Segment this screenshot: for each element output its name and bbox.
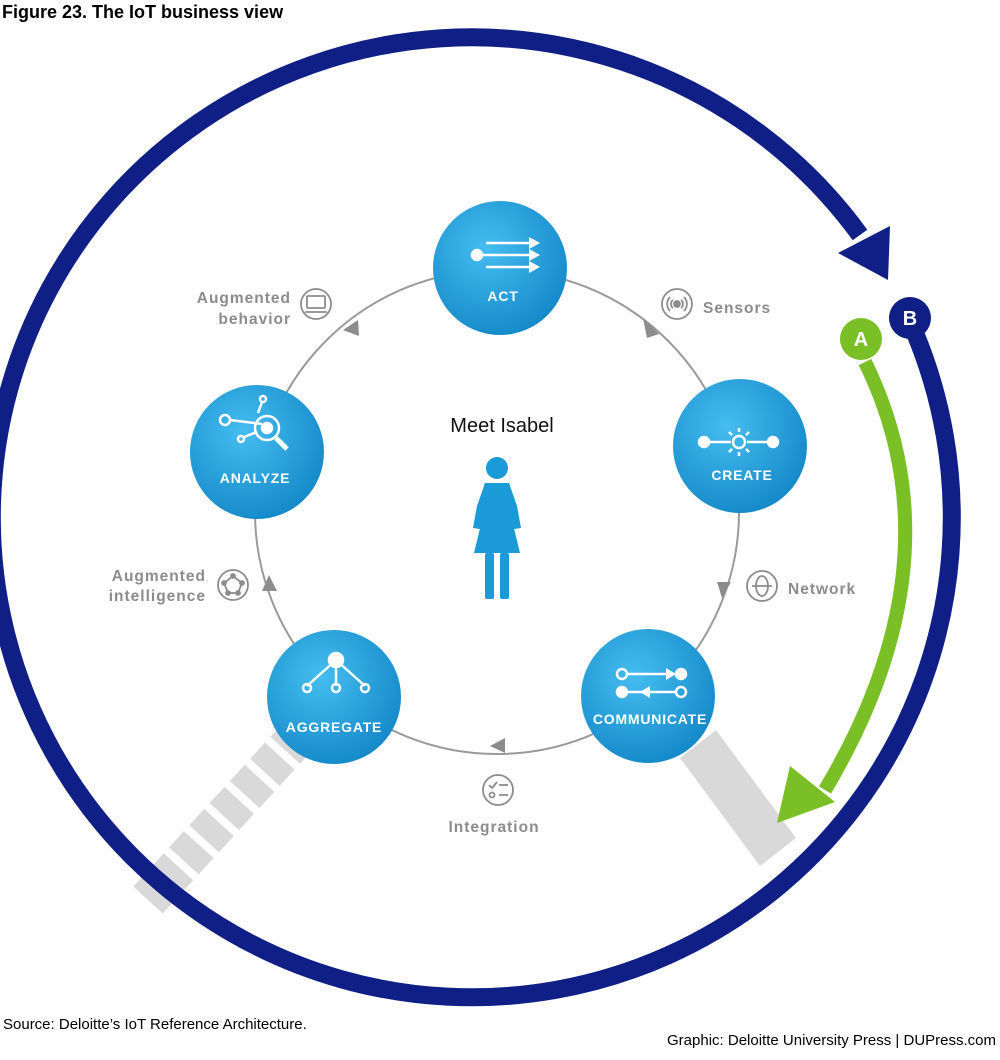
arrowhead-analyze-act [343, 320, 359, 336]
green-arc-a [777, 358, 913, 823]
branch-tree-icon [301, 651, 371, 694]
cycle-arrowheads [262, 318, 731, 753]
svg-text:ANALYZE: ANALYZE [220, 470, 290, 486]
figure-title: Figure 23. The IoT business view [2, 2, 284, 22]
source-note: Source: Deloitte’s IoT Reference Archite… [3, 1016, 307, 1033]
svg-text:A: A [854, 329, 868, 351]
magnifier-network-icon [218, 394, 289, 451]
woman-figure-icon [473, 457, 521, 599]
monitor-icon [300, 288, 332, 320]
badge-b: B [889, 297, 931, 339]
arrowhead-act-create [643, 318, 659, 338]
node-create: CREATE [673, 379, 807, 513]
badge-a: A [840, 318, 882, 360]
arrowhead-communicate-aggregate [490, 738, 505, 753]
svg-text:AGGREGATE: AGGREGATE [286, 719, 382, 735]
gray-bar-left-dashed [133, 720, 315, 914]
label-network: Network [788, 581, 856, 598]
green-arrowhead [777, 766, 835, 823]
outer-ring-b [0, 28, 961, 1007]
graphic-credit: Graphic: Deloitte University Press | DUP… [667, 1032, 996, 1049]
center-title: Meet Isabel [450, 415, 553, 437]
node-communicate: COMMUNICATE [581, 629, 715, 763]
label-intelligence-line2: intelligence [109, 588, 206, 605]
parallel-arrows-icon [470, 237, 540, 273]
checklist-icon [482, 774, 514, 806]
svg-text:B: B [903, 308, 917, 330]
svg-text:COMMUNICATE: COMMUNICATE [593, 711, 707, 727]
node-polygon-icon [217, 569, 249, 601]
signal-waves-icon [661, 288, 693, 320]
label-sensors: Sensors [703, 300, 771, 317]
label-integration: Integration [448, 819, 539, 836]
label-behavior-line1: Augmented [197, 290, 291, 307]
label-intelligence-line1: Augmented [112, 568, 206, 585]
node-act: ACT [433, 201, 567, 335]
network-globe-icon [746, 570, 778, 602]
label-behavior-line2: behavior [218, 311, 291, 328]
arrowhead-create-communicate [717, 582, 731, 598]
node-analyze: ANALYZE [190, 385, 324, 519]
outer-ring-arrowhead [838, 226, 890, 280]
gray-bar-right [680, 730, 796, 866]
bidirectional-arrows-icon [615, 667, 688, 699]
sun-connector-icon [697, 428, 780, 456]
svg-text:CREATE: CREATE [711, 467, 772, 483]
node-aggregate: AGGREGATE [267, 630, 401, 764]
arrowhead-aggregate-analyze [262, 575, 277, 591]
svg-text:ACT: ACT [487, 288, 518, 304]
